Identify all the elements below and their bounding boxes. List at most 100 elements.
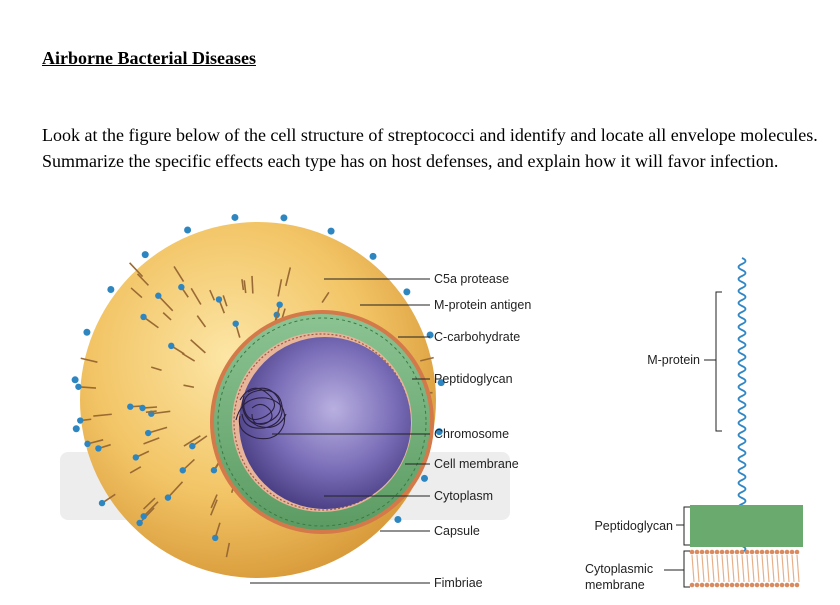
lipid-tail xyxy=(791,554,795,583)
fimbriae-layer xyxy=(71,213,445,558)
label-fimbriae: Fimbriae xyxy=(434,576,483,590)
lipid-head xyxy=(779,549,785,555)
lipid-head xyxy=(709,549,715,555)
lipid-head xyxy=(689,549,695,555)
c5a-protease-knob xyxy=(77,417,84,424)
c5a-protease-knob xyxy=(215,296,223,303)
lipid-tail xyxy=(696,554,700,583)
fimbria xyxy=(130,287,143,299)
fimbria xyxy=(321,291,330,304)
fimbria xyxy=(168,481,184,497)
label-c-carbohydrate: C-carbohydrate xyxy=(434,330,520,344)
lipid-head xyxy=(734,582,740,588)
fimbria xyxy=(172,345,185,355)
lipid-head xyxy=(719,582,725,588)
label-capsule: Capsule xyxy=(434,524,480,538)
lipid-tail xyxy=(776,554,780,583)
lipid-head xyxy=(789,582,795,588)
c5a-protease-knob xyxy=(140,313,147,321)
fimbria xyxy=(144,317,159,329)
label-c5a-protease: C5a protease xyxy=(434,272,509,286)
c5a-protease-knob xyxy=(394,515,402,523)
lipid-head xyxy=(719,549,725,555)
c5a-protease-knob xyxy=(168,342,175,350)
fimbria xyxy=(143,406,158,409)
detail-label-membrane-1: Cytoplasmic xyxy=(585,562,653,576)
fimbria xyxy=(196,315,207,328)
lipid-head xyxy=(769,582,775,588)
c5a-protease-knob xyxy=(144,429,152,437)
c5a-protease-knob xyxy=(327,227,335,235)
fimbria xyxy=(241,279,245,291)
cell-labels: C5a protease M-protein antigen C-carbohy… xyxy=(434,272,531,590)
lipid-tail xyxy=(721,554,725,583)
lipid-tail xyxy=(761,554,765,583)
lipid-head xyxy=(689,582,695,588)
detail-label-membrane-2: membrane xyxy=(585,578,645,592)
lipid-tail xyxy=(726,554,730,583)
lipid-tail xyxy=(756,554,760,583)
c5a-protease-knob xyxy=(184,226,192,234)
fimbria xyxy=(235,324,241,338)
fimbria xyxy=(209,499,218,516)
lipid-head xyxy=(764,549,770,555)
fimbria xyxy=(251,275,254,294)
chromosome xyxy=(235,387,287,440)
fimbria xyxy=(222,295,228,307)
c5a-protease-knob xyxy=(72,425,80,433)
lipid-head xyxy=(699,582,705,588)
c5a-protease-knob xyxy=(95,445,102,452)
fimbria xyxy=(183,458,195,470)
lipid-head xyxy=(704,549,710,555)
fimbria xyxy=(181,352,196,362)
label-peptidoglycan: Peptidoglycan xyxy=(434,372,513,386)
fimbria xyxy=(88,439,104,445)
c5a-protease-knob xyxy=(71,376,79,384)
fimbria xyxy=(144,501,159,516)
c5a-protease-knob xyxy=(437,379,445,387)
lipid-head xyxy=(764,582,770,588)
fimbria xyxy=(214,522,221,537)
fimbria xyxy=(285,267,292,287)
lipid-head xyxy=(769,549,775,555)
label-cytoplasm: Cytoplasm xyxy=(434,489,493,503)
lipid-tail xyxy=(711,554,715,583)
lipid-head xyxy=(749,549,755,555)
fimbria xyxy=(218,300,226,314)
lipid-head xyxy=(794,582,800,588)
cytoplasm xyxy=(239,337,411,509)
c5a-protease-knob xyxy=(132,454,140,461)
c5a-protease-knob xyxy=(178,283,185,291)
fimbria xyxy=(277,279,283,297)
fimbria xyxy=(136,273,150,286)
fimbria xyxy=(93,413,112,417)
c5a-protease-knob xyxy=(141,251,149,259)
c5a-protease-knob xyxy=(280,214,288,222)
lipid-head xyxy=(694,549,700,555)
lipid-head xyxy=(744,549,750,555)
fimbria xyxy=(145,410,157,414)
lipid-head xyxy=(714,549,720,555)
lipid-head xyxy=(789,549,795,555)
lipid-head xyxy=(749,582,755,588)
lipid-head xyxy=(794,549,800,555)
c5a-protease-knob xyxy=(232,320,239,327)
fimbria xyxy=(190,339,206,354)
fimbria xyxy=(159,296,174,312)
lipid-tail xyxy=(701,554,705,583)
lipid-tail xyxy=(731,554,735,583)
m-protein-coil xyxy=(737,257,747,553)
document-title: Airborne Bacterial Diseases xyxy=(42,48,256,68)
lipid-head xyxy=(754,549,760,555)
lipid-head xyxy=(729,582,735,588)
fimbria xyxy=(129,466,142,474)
detail-label-peptidoglycan: Peptidoglycan xyxy=(594,519,673,533)
label-chromosome: Chromosome xyxy=(434,427,509,441)
c5a-protease-knob xyxy=(164,494,172,501)
fimbria xyxy=(149,426,168,434)
lipid-tail xyxy=(716,554,720,583)
fimbria xyxy=(190,287,202,305)
c5a-protease-knob xyxy=(212,534,219,542)
fimbria xyxy=(129,262,144,278)
